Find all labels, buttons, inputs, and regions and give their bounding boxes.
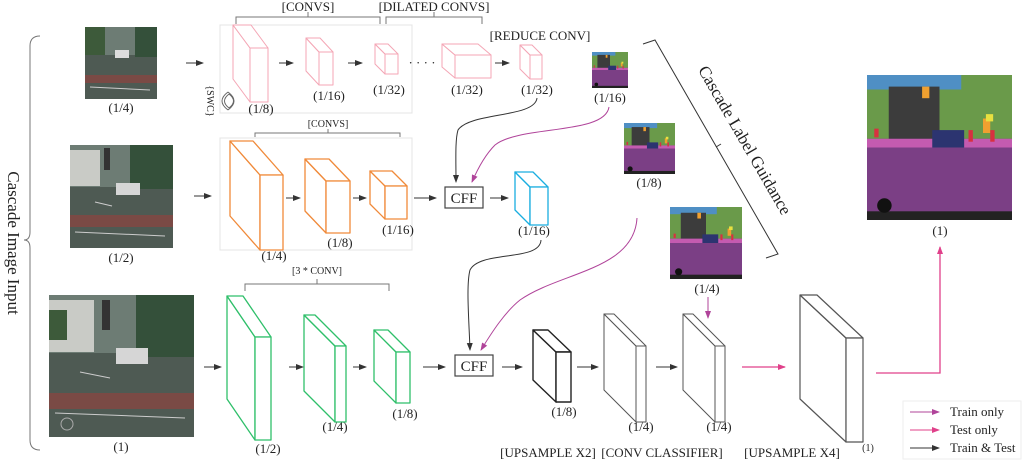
mid-block-1: [229, 140, 284, 251]
mid-block-2: [304, 158, 351, 234]
upsample-x4-block-scale: (1): [862, 443, 874, 454]
dilated-convs-label: [DILATED CONVS]: [379, 0, 490, 14]
classifier-block-2-scale: (1/4): [706, 419, 731, 434]
cff-box-bottom: CFF: [454, 354, 494, 377]
classifier-block-1-scale: (1/4): [628, 419, 653, 434]
reduce-conv-label: [REDUCE CONV]: [490, 28, 591, 43]
mid-block-3: [369, 170, 408, 220]
cff-mid-output-scale: (1/16): [518, 223, 550, 238]
cascade-image-input-label: Cascade Image Input: [4, 171, 23, 315]
top-block-2-scale: (1/16): [313, 88, 345, 103]
svg-text:CFF: CFF: [451, 191, 478, 207]
bottom-block-3-scale: (1/8): [392, 406, 417, 421]
top-block-3: [374, 43, 399, 75]
top-block-5-scale: (1/32): [521, 82, 553, 97]
swc-label: {SWC}: [204, 85, 215, 116]
label-image-quarter: [670, 207, 742, 279]
stage-conv-classifier-label: [CONV CLASSIFIER]: [601, 445, 722, 460]
top-convs-label: [CONVS]: [282, 0, 335, 14]
top-branch-panel: [219, 24, 413, 114]
svg-text:CFF: CFF: [461, 359, 488, 375]
top-block-1: [232, 24, 269, 103]
mid-convs-bracket: [254, 129, 401, 137]
mid-block-3-scale: (1/16): [382, 222, 414, 237]
output-segmentation-image: [867, 75, 1012, 220]
upsample-x4-block: [799, 294, 864, 443]
bottom-block-2: [303, 314, 347, 423]
input-image-full: [49, 295, 194, 437]
classifier-block-1: [603, 313, 647, 423]
upsample-x2-block: [532, 329, 572, 403]
stage-upsample-x2-label: [UPSAMPLE X2]: [500, 445, 596, 460]
arrow-cffmid-to-cffbottom: [466, 239, 542, 351]
legend-test-only-label: Test only: [950, 422, 998, 437]
top-block-3-scale: (1/32): [373, 82, 405, 97]
mid-branch-panel: [219, 137, 413, 251]
output-scale: (1): [932, 223, 947, 238]
cascade-label-guidance-label: Cascade Label Guidance: [694, 62, 795, 218]
arrow-label-eighth-to-cff: [480, 217, 638, 351]
input-quarter-scale: (1/4): [108, 100, 133, 115]
top-block-1-scale: (1/8): [248, 101, 273, 116]
bottom-convs-bracket: [244, 279, 390, 291]
bottom-block-1-scale: (1/2): [255, 441, 280, 456]
arrow-label-sixteenth-to-cff: [471, 106, 610, 183]
mid-block-2-scale: (1/8): [327, 235, 352, 250]
swc-shared-weights-icon: [221, 91, 235, 111]
cff-box-mid: CFF: [444, 186, 484, 209]
cascade-label-guidance-bracket: [642, 39, 779, 259]
input-image-half: [70, 145, 173, 248]
arrow-reduce-to-cff: [452, 97, 538, 183]
bottom-convs-label: [3 * CONV]: [292, 266, 342, 277]
top-block-2: [305, 37, 334, 86]
stage-upsample-x4-label: [UPSAMPLE X4]: [744, 445, 840, 460]
label-image-eighth: [624, 123, 675, 174]
legend-train-test-label: Train & Test: [950, 440, 1016, 455]
input-half-scale: (1/2): [108, 250, 133, 265]
mid-block-1-scale: (1/4): [261, 248, 286, 263]
label-eighth-scale: (1/8): [636, 175, 661, 190]
label-quarter-scale: (1/4): [694, 281, 719, 296]
arrow-to-output: [876, 246, 943, 374]
input-full-scale: (1): [113, 439, 128, 454]
label-image-sixteenth: [592, 52, 628, 88]
input-image-quarter: [85, 27, 157, 99]
classifier-block-2: [682, 313, 726, 423]
bottom-block-3: [373, 329, 411, 404]
dilated-convs-bracket: [385, 12, 483, 24]
cff-mid-output: [514, 171, 549, 226]
top-block-4-scale: (1/32): [451, 82, 483, 97]
legend-train-only-label: Train only: [950, 404, 1005, 419]
legend: Train only Test only Train & Test: [902, 400, 1022, 460]
bottom-block-2-scale: (1/4): [322, 419, 347, 434]
bottom-block-1: [226, 295, 272, 441]
top-convs-bracket: [235, 12, 381, 24]
cascade-image-input-brace: [23, 35, 41, 451]
mid-convs-label: [CONVS]: [308, 119, 349, 130]
top-ellipsis: · · · ·: [408, 55, 435, 70]
upsample-block-scale: (1/8): [551, 404, 576, 419]
top-block-5: [519, 44, 543, 80]
top-block-4: [441, 43, 492, 79]
label-sixteenth-scale: (1/16): [594, 90, 626, 105]
